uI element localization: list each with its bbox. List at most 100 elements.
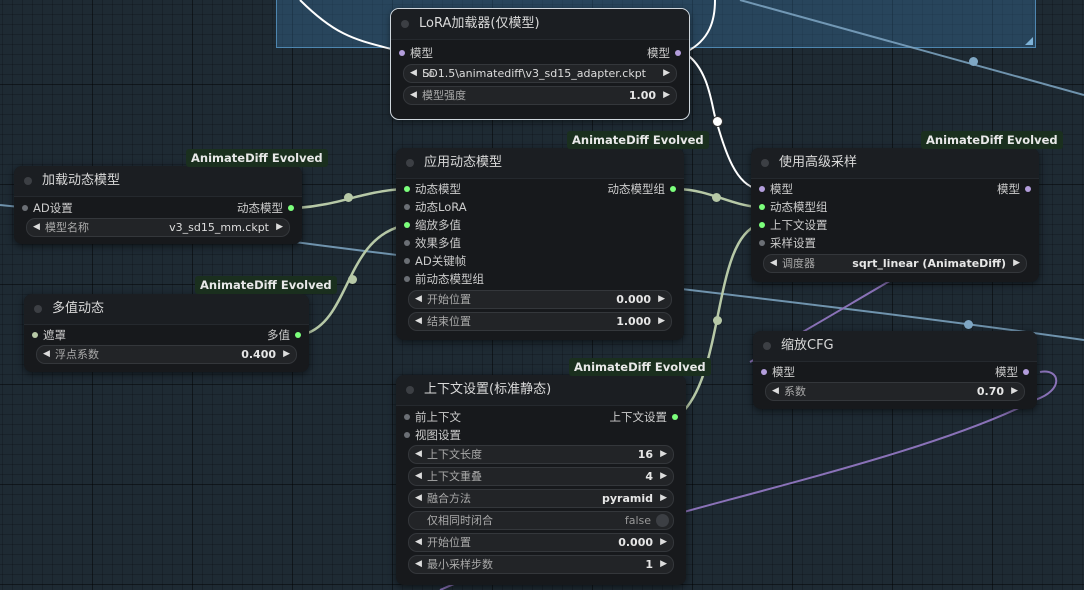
input-effect-multival[interactable]: 效果多值: [404, 234, 461, 252]
arrow-left-icon[interactable]: ◀: [415, 537, 422, 547]
input-ad-settings[interactable]: AD设置: [22, 199, 73, 217]
output-model[interactable]: 模型: [995, 363, 1029, 381]
arrow-left-icon[interactable]: ◀: [410, 68, 417, 78]
input-prev-context[interactable]: 前上下文: [404, 408, 461, 426]
arrow-right-icon[interactable]: ▶: [660, 559, 667, 569]
slot-dot[interactable]: [32, 332, 38, 338]
arrow-right-icon[interactable]: ▶: [663, 90, 670, 100]
node-title[interactable]: 上下文设置(标准静态): [396, 375, 686, 406]
arrow-right-icon[interactable]: ▶: [663, 68, 670, 78]
arrow-right-icon[interactable]: ▶: [660, 493, 667, 503]
input-prev-motion-group[interactable]: 前动态模型组: [404, 270, 484, 288]
slot-dot[interactable]: [404, 276, 410, 282]
link-midpoint-dot[interactable]: [344, 193, 353, 202]
collapse-dot[interactable]: [406, 159, 414, 167]
input-sample-settings[interactable]: 采样设置: [759, 234, 816, 252]
node-title[interactable]: LoRA加载器(仅模型): [391, 9, 689, 40]
arrow-left-icon[interactable]: ◀: [43, 349, 50, 359]
node-title[interactable]: 应用动态模型: [396, 148, 684, 179]
arrow-right-icon[interactable]: ▶: [660, 449, 667, 459]
input-mask[interactable]: 遮罩: [32, 326, 66, 344]
slot-dot[interactable]: [404, 258, 410, 264]
arrow-left-icon[interactable]: ◀: [415, 493, 422, 503]
arrow-left-icon[interactable]: ◀: [415, 294, 422, 304]
arrow-left-icon[interactable]: ◀: [415, 449, 422, 459]
link-midpoint-dot[interactable]: [964, 320, 973, 329]
collapse-dot[interactable]: [761, 159, 769, 167]
arrow-left-icon[interactable]: ◀: [772, 386, 779, 396]
slot-dot[interactable]: [761, 369, 767, 375]
link-midpoint-dot[interactable]: [348, 275, 357, 284]
slot-dot[interactable]: [1023, 369, 1029, 375]
input-context-options[interactable]: 上下文设置: [759, 216, 828, 234]
input-scale-multival[interactable]: 缩放多值: [404, 216, 461, 234]
arrow-right-icon[interactable]: ▶: [660, 537, 667, 547]
arrow-right-icon[interactable]: ▶: [658, 316, 665, 326]
toggle-knob[interactable]: [656, 514, 669, 527]
slot-dot[interactable]: [22, 205, 28, 211]
input-model[interactable]: 模型: [761, 363, 795, 381]
arrow-right-icon[interactable]: ▶: [1013, 258, 1020, 268]
arrow-left-icon[interactable]: ◀: [415, 559, 422, 569]
slot-dot[interactable]: [404, 204, 410, 210]
output-multival[interactable]: 多值: [267, 326, 301, 344]
arrow-right-icon[interactable]: ▶: [658, 294, 665, 304]
input-model[interactable]: 模型: [399, 44, 433, 62]
slot-dot[interactable]: [404, 432, 410, 438]
slot-dot[interactable]: [759, 186, 765, 192]
input-ad-keyframes[interactable]: AD关键帧: [404, 252, 466, 270]
slot-dot[interactable]: [672, 414, 678, 420]
slot-dot[interactable]: [288, 205, 294, 211]
group-resize-handle[interactable]: [1025, 37, 1033, 45]
link-midpoint-dot[interactable]: [713, 316, 722, 325]
arrow-left-icon[interactable]: ◀: [33, 222, 40, 232]
slot-dot[interactable]: [295, 332, 301, 338]
slot-dot[interactable]: [404, 414, 410, 420]
output-motion-model[interactable]: 动态模型: [237, 199, 294, 217]
collapse-dot[interactable]: [406, 386, 414, 394]
input-model[interactable]: 模型: [759, 180, 793, 198]
slot-dot[interactable]: [670, 186, 676, 192]
arrow-right-icon[interactable]: ▶: [276, 222, 283, 232]
node-title[interactable]: 使用高级采样: [751, 148, 1039, 179]
arrow-left-icon[interactable]: ◀: [415, 471, 422, 481]
node-title[interactable]: 多值动态: [24, 294, 309, 325]
collapse-dot[interactable]: [763, 342, 771, 350]
slot-dot[interactable]: [675, 50, 681, 56]
slot-dot[interactable]: [759, 222, 765, 228]
slot-dot[interactable]: [399, 50, 405, 56]
output-model[interactable]: 模型: [647, 44, 681, 62]
output-context-options[interactable]: 上下文设置: [610, 408, 678, 426]
link-midpoint-dot[interactable]: [712, 116, 723, 127]
arrow-right-icon[interactable]: ▶: [660, 471, 667, 481]
node-apply-motion-model[interactable]: 应用动态模型 动态模型 动态模型组 动态LoRA 缩放多值 效果多值 AD关键帧…: [396, 148, 684, 340]
arrow-left-icon[interactable]: ◀: [415, 316, 422, 326]
slot-dot[interactable]: [759, 204, 765, 210]
slot-dot[interactable]: [759, 240, 765, 246]
collapse-dot[interactable]: [34, 305, 42, 313]
slot-dot[interactable]: [404, 186, 410, 192]
input-motion-group[interactable]: 动态模型组: [759, 198, 828, 216]
arrow-right-icon[interactable]: ▶: [283, 349, 290, 359]
output-motion-group[interactable]: 动态模型组: [608, 180, 676, 198]
link-midpoint-dot[interactable]: [712, 193, 721, 202]
arrow-right-icon[interactable]: ▶: [1011, 386, 1018, 396]
output-model[interactable]: 模型: [997, 180, 1031, 198]
